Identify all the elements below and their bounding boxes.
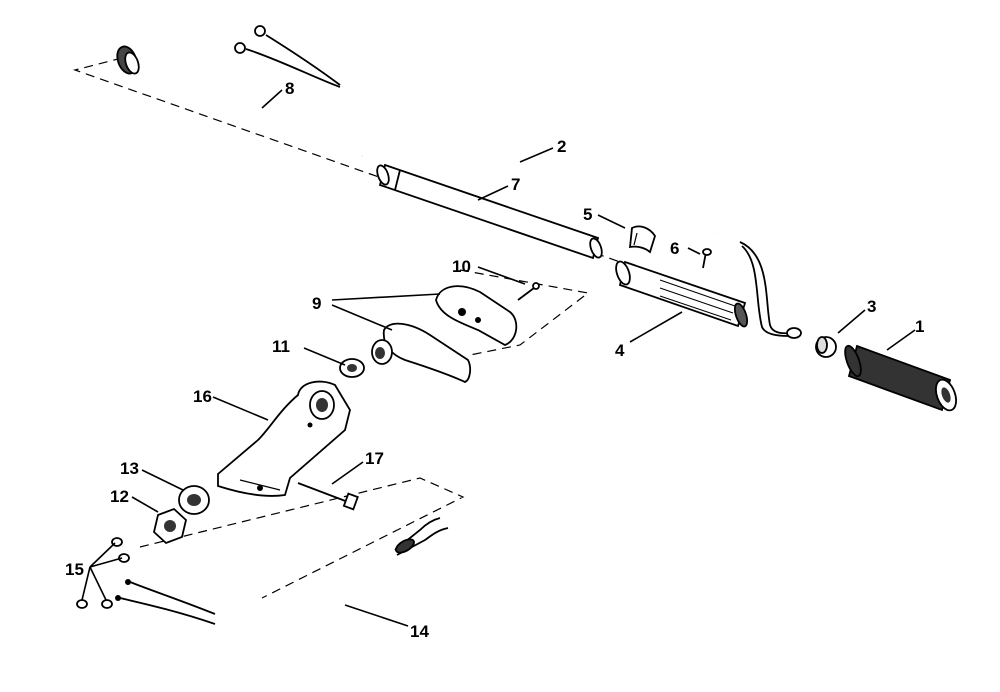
callout-10: 10	[452, 257, 471, 276]
callout-4: 4	[615, 341, 625, 360]
callout-1: 1	[915, 317, 924, 336]
part-7-tube	[376, 163, 603, 260]
part-3-collar	[815, 336, 837, 358]
part-13-washer	[178, 485, 210, 515]
callout-13: 13	[120, 459, 139, 478]
callout-12: 12	[110, 487, 129, 506]
callout-6: 6	[670, 239, 679, 258]
part-12-nut	[153, 507, 187, 545]
callout-3: 3	[867, 297, 876, 316]
part-10-screw	[517, 282, 540, 301]
callout-17: 17	[365, 449, 384, 468]
part-15-small-nuts	[76, 537, 130, 609]
callout-5: 5	[583, 205, 592, 224]
part-17-bolt	[297, 482, 359, 511]
part-6-screw	[702, 248, 712, 269]
callout-16: 16	[193, 387, 212, 406]
part-16-bracket	[217, 380, 351, 497]
callout-11: 11	[272, 337, 290, 356]
assembly-dashed-lines	[72, 57, 621, 599]
leader-lines	[81, 89, 916, 627]
callout-2: 2	[557, 137, 566, 156]
part-1-twist-handle	[844, 344, 957, 412]
part-5-clip	[628, 225, 656, 254]
part-11-washer	[339, 358, 365, 378]
part-2-wire-harness	[234, 25, 802, 339]
part-4-grip	[615, 260, 749, 328]
part-8-shaft	[116, 45, 363, 158]
part-9-housing-lower	[371, 322, 472, 383]
callout-15: 15	[65, 560, 84, 579]
callout-14: 14	[410, 622, 429, 641]
callout-8: 8	[285, 79, 294, 98]
part-14-cable	[115, 517, 449, 633]
callout-9: 9	[312, 294, 321, 313]
callout-7: 7	[511, 175, 520, 194]
part-9-housing-upper	[435, 285, 518, 346]
